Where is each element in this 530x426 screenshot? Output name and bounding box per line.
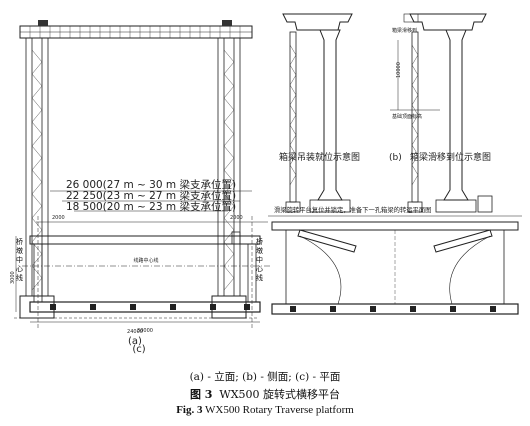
panel-b-caption-left: 箱梁吊装就位示意图 bbox=[279, 151, 360, 163]
rotation-bottom-beam bbox=[271, 303, 519, 315]
caption-subfigures: (a) - 立面; (b) - 侧面; (c) - 平面 bbox=[189, 371, 341, 383]
plan-bottom-dim: 30000 bbox=[137, 328, 153, 334]
leg-left bbox=[19, 37, 55, 319]
side-dim: 3000 bbox=[10, 271, 16, 284]
caption-chinese: 图 3 WX500 旋转式横移平台 bbox=[0, 386, 530, 402]
pier-left bbox=[317, 29, 343, 201]
swing-arc bbox=[299, 235, 342, 305]
box-girder-right bbox=[409, 13, 487, 31]
plan-top-beam bbox=[29, 235, 261, 245]
caption-english: Fig. 3 WX500 Rotary Traverse platform bbox=[0, 404, 530, 416]
dim-18500: 18 500(20 m ~ 23 m 梁支承位置) bbox=[66, 200, 236, 213]
caption-cn-label: 图 3 bbox=[189, 388, 213, 401]
panel-a-elevation bbox=[14, 20, 258, 319]
panel-c-plan bbox=[15, 190, 270, 330]
girder-web bbox=[29, 26, 241, 38]
pier-label-right: 桥墩中心线 bbox=[256, 238, 263, 282]
caption-en-text: WX500 Rotary Traverse platform bbox=[205, 404, 354, 416]
figure-drawing: (a) 24000 箱梁滑移到 10000 基础顶面标高 箱梁吊装就位示意图 (… bbox=[10, 13, 522, 355]
rotated-arm-left bbox=[297, 229, 357, 253]
caption-en-label: Fig. 3 bbox=[176, 404, 203, 416]
pier-label-left: 桥墩中心线 bbox=[16, 238, 23, 282]
center-line-label: 线路中心线 bbox=[133, 257, 158, 264]
dim-22250: 22 250(23 m ~ 27 m 梁支承位置) bbox=[66, 189, 236, 202]
panel-b-ground-label: 基础顶面标高 bbox=[392, 113, 422, 120]
rotation-top-beam bbox=[271, 221, 519, 231]
panel-b-caption-right: 箱梁滑移到位示意图 bbox=[410, 151, 491, 163]
panel-c-tag: (c) bbox=[132, 344, 145, 355]
rotation-note: 滑梁旋转平台复位并锁定，准备下一孔箱梁的转运平面图 bbox=[274, 205, 431, 214]
panel-a-tag: (a) bbox=[128, 336, 142, 347]
dim-26000: 26 000(27 m ~ 30 m 梁支承位置) bbox=[66, 178, 236, 191]
plan-bottom-beam bbox=[29, 301, 261, 313]
trolley bbox=[38, 20, 48, 26]
plan-right-dim: 2000 bbox=[230, 215, 243, 221]
panel-b-tag: (b) bbox=[389, 153, 402, 163]
panel-b-top-label: 箱梁滑移到 bbox=[392, 27, 417, 34]
leg-right bbox=[211, 37, 247, 319]
panel-d-rotation-plan bbox=[268, 215, 522, 315]
box-girder-left bbox=[282, 13, 353, 31]
caption-cn-text: WX500 旋转式横移平台 bbox=[219, 388, 341, 401]
trolley bbox=[222, 20, 232, 26]
span-dimension: 24000 bbox=[127, 329, 143, 335]
pier-right bbox=[443, 29, 469, 201]
panel-b-side bbox=[282, 13, 493, 213]
rotated-arm-right bbox=[433, 229, 493, 253]
swing-arc bbox=[449, 235, 491, 305]
plan-left-dim: 2000 bbox=[52, 215, 65, 221]
panel-b-height: 10000 bbox=[396, 62, 402, 78]
